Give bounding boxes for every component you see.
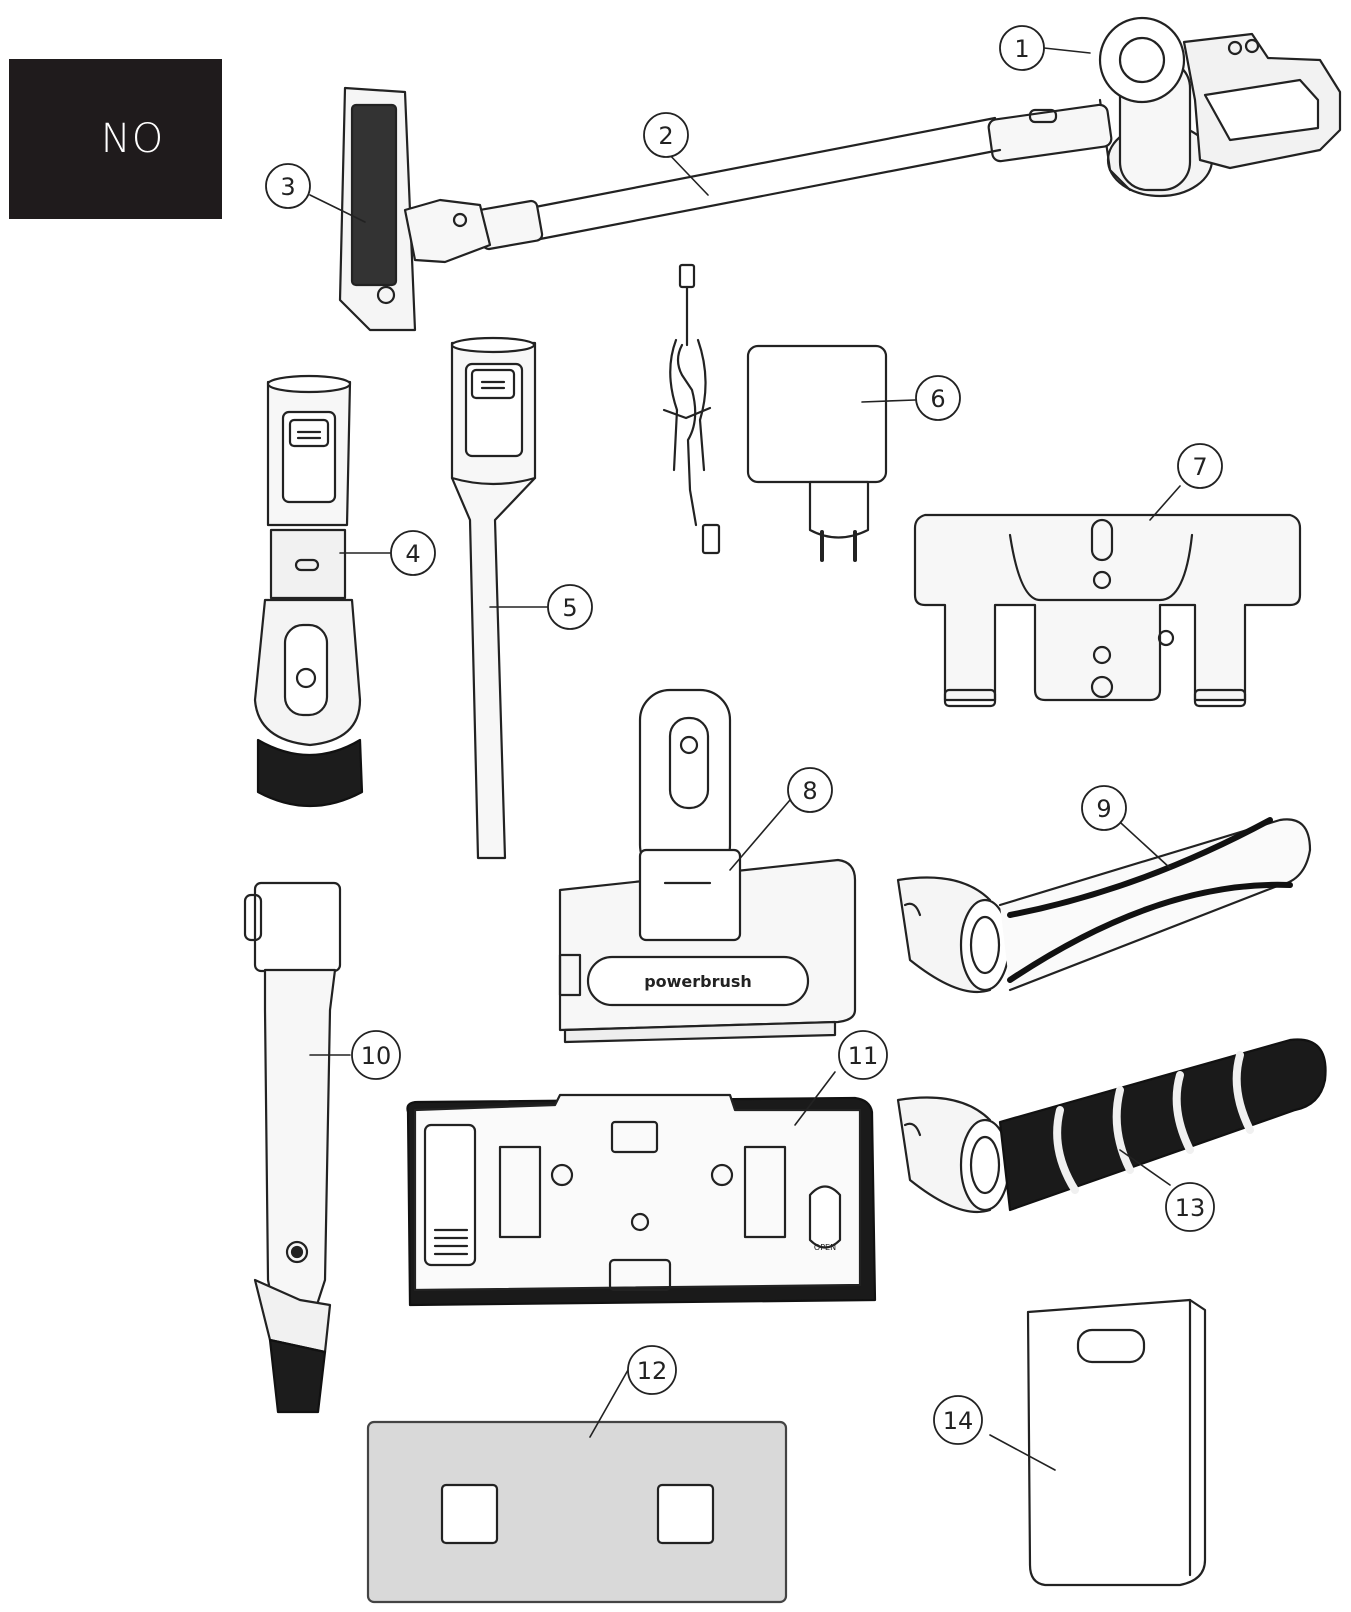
part-14-bag [1026, 1298, 1207, 1587]
language-label: NO [100, 116, 165, 162]
svg-text:5: 5 [562, 594, 577, 622]
callout-9: 9 [1081, 785, 1127, 831]
callout-8: 8 [787, 767, 833, 813]
svg-text:2: 2 [658, 122, 673, 150]
callout-12: 12 [627, 1345, 677, 1395]
callout-11: 11 [838, 1030, 888, 1080]
svg-text:3: 3 [280, 173, 295, 201]
part-2-tube [476, 116, 1002, 251]
svg-text:1: 1 [1014, 35, 1029, 63]
callout-6: 6 [915, 375, 961, 421]
callout-7: 7 [1177, 443, 1223, 489]
svg-text:14: 14 [943, 1407, 974, 1435]
part-1-main-unit [987, 16, 1342, 198]
svg-text:11: 11 [848, 1042, 879, 1070]
callout-2: 2 [643, 112, 689, 158]
callouts: 1 2 3 4 5 6 7 8 9 10 11 12 13 14 [265, 25, 1223, 1445]
svg-text:10: 10 [361, 1042, 392, 1070]
part-3-floor-head [338, 86, 492, 332]
callout-14: 14 [933, 1395, 983, 1445]
part-8-mini-brush [558, 688, 857, 1044]
callout-1: 1 [999, 25, 1045, 71]
mop-open-label: OPEN [814, 1243, 836, 1252]
part-12-mop-cloth [366, 1420, 788, 1604]
part-7-wall-mount [913, 513, 1302, 708]
part-5-crevice-tool [450, 336, 537, 860]
language-badge: NO [9, 59, 222, 219]
callout-5: 5 [547, 584, 593, 630]
svg-text:8: 8 [802, 777, 817, 805]
part-10-long-tool [243, 881, 342, 1414]
svg-text:9: 9 [1096, 795, 1111, 823]
part-13-roller-brush [896, 1038, 1327, 1214]
leader-lines [309, 47, 1181, 1471]
svg-text:6: 6 [930, 385, 945, 413]
callout-4: 4 [390, 530, 436, 576]
callout-3: 3 [265, 163, 311, 209]
brand-label: powerbrush [644, 972, 752, 991]
svg-text:13: 13 [1175, 1194, 1206, 1222]
svg-text:12: 12 [637, 1357, 668, 1385]
svg-text:7: 7 [1192, 453, 1207, 481]
part-9-roller [896, 817, 1312, 994]
part-4-brush-tool [253, 374, 364, 807]
part-11-mop-module [406, 1093, 877, 1307]
part-6-charger [662, 263, 888, 562]
svg-text:4: 4 [405, 540, 420, 568]
callout-13: 13 [1165, 1182, 1215, 1232]
callout-10: 10 [351, 1030, 401, 1080]
